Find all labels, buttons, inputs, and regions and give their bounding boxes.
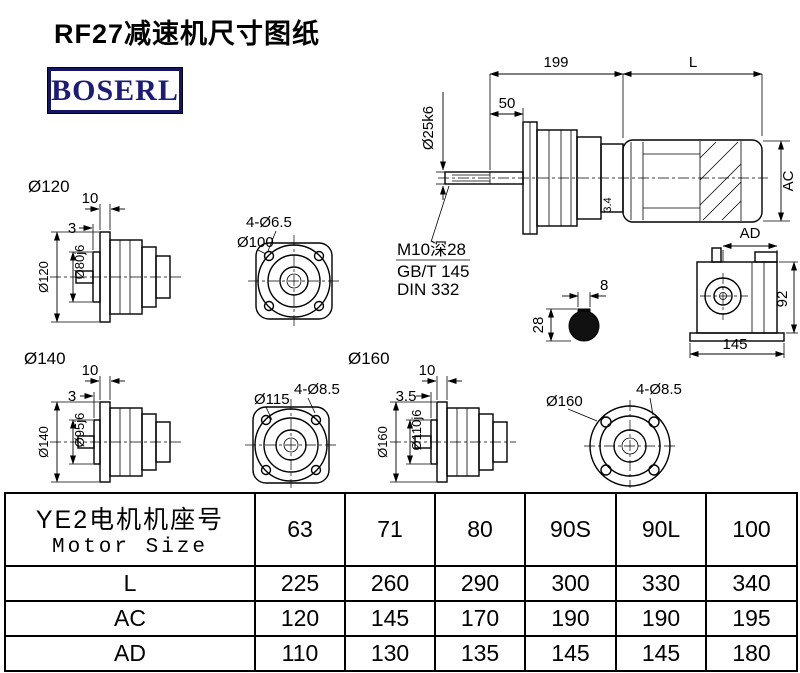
dim-8: 8 [600,277,608,294]
motor-size-header-cell: YE2电机机座号 Motor Size [4,492,256,567]
dimension-table: YE2电机机座号 Motor Size 63 71 80 90S 90L 100… [4,492,798,672]
row-label-ad: AD [4,635,256,672]
table-cell: 145 [524,635,617,672]
flange-160-label: Ø160 [348,349,390,368]
dim-bolt-circle: Ø160 [546,393,583,410]
bolt-hole [313,250,325,262]
dim-holes: 4-Ø6.5 [246,214,292,231]
dim-92: 92 [774,291,791,308]
dim-199: 199 [543,54,568,71]
page-title: RF27减速机尺寸图纸 [54,19,321,49]
table-cell: 195 [705,600,798,637]
flange-120-label: Ø120 [28,177,70,196]
table-cell: 100 [705,492,798,567]
dim-flange-spigot: Ø95j6 [72,413,87,448]
table-cell: 180 [705,635,798,672]
thread-note: M10深28 GB/T 145 DIN 332 [396,185,470,299]
row-label-ac: AC [4,600,256,637]
table-cell: 190 [615,600,707,637]
brand-logo: BOSERL [47,67,183,114]
dim-50: 50 [499,95,516,112]
bolt-hole [310,414,322,426]
dim-10: 10 [419,362,436,379]
bolt-hole [263,250,275,262]
table-cell: 120 [254,600,346,637]
row-label-l: L [4,565,256,602]
table-cell: 130 [344,635,436,672]
note-thread: M10深28 [397,240,466,259]
output-side-view: 92 145 [689,247,798,358]
dim-shaft-diameter: Ø25k6 [420,106,437,150]
table-cell: 90L [615,492,707,567]
motor-outline [622,139,763,223]
bolt-hole [648,416,660,428]
face-view-115: 4-Ø8.5 Ø115 [245,381,340,488]
bolt-hole [260,414,272,426]
dim-bolt-circle: Ø115 [254,391,290,408]
table-row-ac: AC 120 145 170 190 190 195 [4,600,798,637]
table-cell: 190 [524,600,617,637]
note-gb-standard: GB/T 145 [397,262,469,281]
dim-holes: 4-Ø8.5 [294,381,340,398]
dim-ac: AC [780,170,797,191]
table-cell: 260 [344,565,436,602]
table-cell: 170 [434,600,526,637]
shaft-section [568,310,600,342]
table-cell: 63 [254,492,346,567]
dim-10: 10 [82,190,99,207]
dimension-drawing: 199 L Ø25k6 50 AC 3.4 AD M10深28 G [24,54,798,488]
dim-28: 28 [530,317,547,334]
bolt-hole [648,464,660,476]
bolt-hole [260,464,272,476]
dim-flange-spigot: Ø110j6 [409,410,424,451]
table-row-l: L 225 260 290 300 330 340 [4,565,798,602]
dim-flange-outer: Ø120 [36,261,51,293]
dim-bolt-circle: Ø100 [237,234,274,251]
bolt-hole [310,464,322,476]
table-cell: 145 [344,600,436,637]
shaft-key-section: 8 28 [530,277,608,342]
face-view-100: 4-Ø6.5 Ø100 [237,214,340,327]
table-cell: 110 [254,635,346,672]
dim-l: L [689,54,697,71]
flange-view-160: Ø160 10 3.5 Ø160 Ø110j6 [348,349,516,483]
note-din-standard: DIN 332 [397,280,459,299]
dim-3-4: 3.4 [602,197,614,212]
dim-10: 10 [82,362,99,379]
motor-size-header-en: Motor Size [51,536,209,559]
brand-logo-text: BOSERL [51,73,179,107]
main-side-view: 199 L Ø25k6 50 AC 3.4 AD [420,54,797,262]
bolt-hole [263,300,275,312]
bolt-hole [600,416,612,428]
table-cell: 290 [434,565,526,602]
dim-flange-spigot: Ø80j6 [72,245,87,280]
face-view-160: 4-Ø8.5 Ø160 [546,381,682,488]
table-cell: 145 [615,635,707,672]
table-cell: 71 [344,492,436,567]
dim-145: 145 [722,336,747,353]
dim-ad: AD [740,225,761,242]
table-cell: 135 [434,635,526,672]
table-cell: 300 [524,565,617,602]
table-cell: 80 [434,492,526,567]
flange-view-120: Ø120 10 3 Ø120 Ø80j6 [28,177,182,323]
table-cell: 225 [254,565,346,602]
table-cell: 90S [524,492,617,567]
table-cell: 330 [615,565,707,602]
bolt-hole [600,464,612,476]
table-row-ad: AD 110 130 135 145 145 180 [4,635,798,672]
dim-3-5: 3.5 [396,388,417,405]
table-header-row: YE2电机机座号 Motor Size 63 71 80 90S 90L 100 [4,492,798,567]
bolt-hole [313,300,325,312]
flange-140-label: Ø140 [24,349,66,368]
table-cell: 340 [705,565,798,602]
dim-flange-outer: Ø160 [375,426,390,458]
motor-size-header-cn: YE2电机机座号 [35,506,225,534]
flange-view-140: Ø140 10 3 Ø140 Ø95j6 [24,349,182,483]
dim-flange-outer: Ø140 [36,426,51,458]
dim-holes: 4-Ø8.5 [636,381,682,398]
dim-3: 3 [68,388,76,405]
dim-3: 3 [68,220,76,237]
